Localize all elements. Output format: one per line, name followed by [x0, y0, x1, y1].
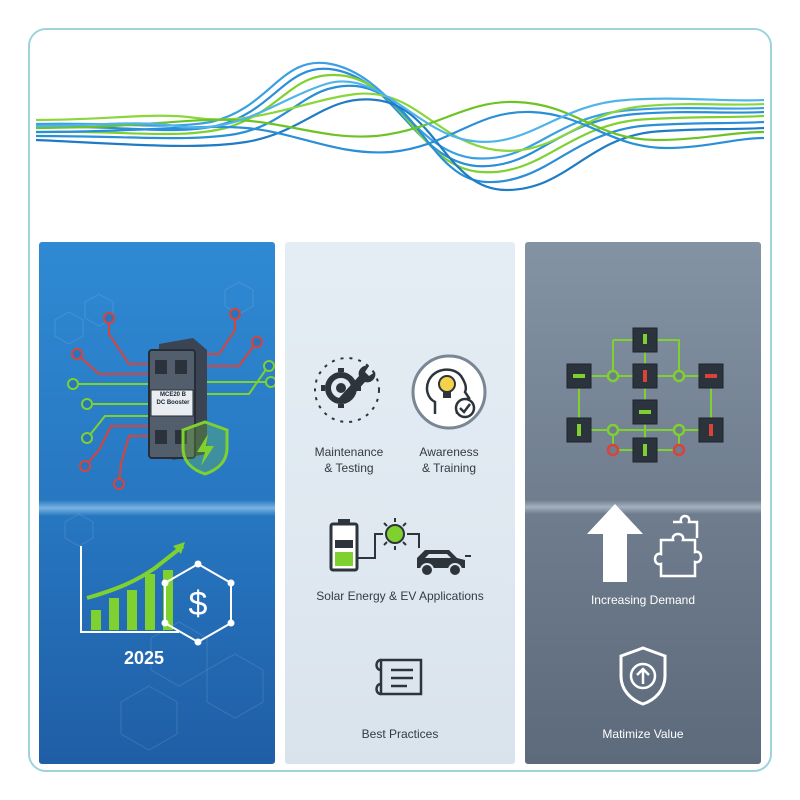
maintenance-label: Maintenance & Testing: [303, 444, 395, 476]
panel-glow-divider: [525, 500, 761, 514]
maintenance-label-line1: Maintenance: [314, 445, 384, 459]
breaker-device-label: MCE20 B DC Booster: [156, 392, 190, 406]
document-scroll-icon: [375, 658, 423, 696]
dollar-hexagon-icon: $: [161, 560, 235, 646]
panel-glow-divider: [39, 500, 275, 516]
panel-grid-protection: MCE20 B DC Booster $ 2025: [39, 242, 275, 764]
awareness-label: Awareness & Training: [403, 444, 495, 476]
cable-wave-banner: [36, 61, 764, 192]
maximize-value-label: Matimize Value: [602, 727, 684, 741]
head-lightbulb-icon: [411, 354, 487, 430]
panel-services: Maintenance & Testing Awareness & Traini…: [285, 242, 515, 764]
best-practices-label: Best Practices: [361, 727, 439, 741]
shield-lightning-icon: [181, 420, 229, 476]
maintenance-label-line2: & Testing: [324, 461, 374, 475]
awareness-label-line1: Awareness: [419, 445, 479, 459]
increasing-demand-label: Increasing Demand: [590, 593, 696, 607]
circuit-network-icon: [566, 327, 724, 463]
svg-text:$: $: [189, 585, 208, 623]
awareness-label-line2: & Training: [421, 461, 477, 475]
panel-market: Increasing Demand Matimize Value: [525, 242, 761, 764]
growth-chart-icon: [80, 542, 185, 633]
year-label: 2025: [123, 648, 165, 668]
gear-wrench-icon: [314, 357, 380, 423]
shield-arrow-icon: [619, 646, 667, 706]
arrow-puzzle-icon: [587, 504, 703, 582]
solar-ev-label: Solar Energy & EV Applications: [316, 589, 484, 603]
solar-ev-icon: [329, 518, 471, 577]
